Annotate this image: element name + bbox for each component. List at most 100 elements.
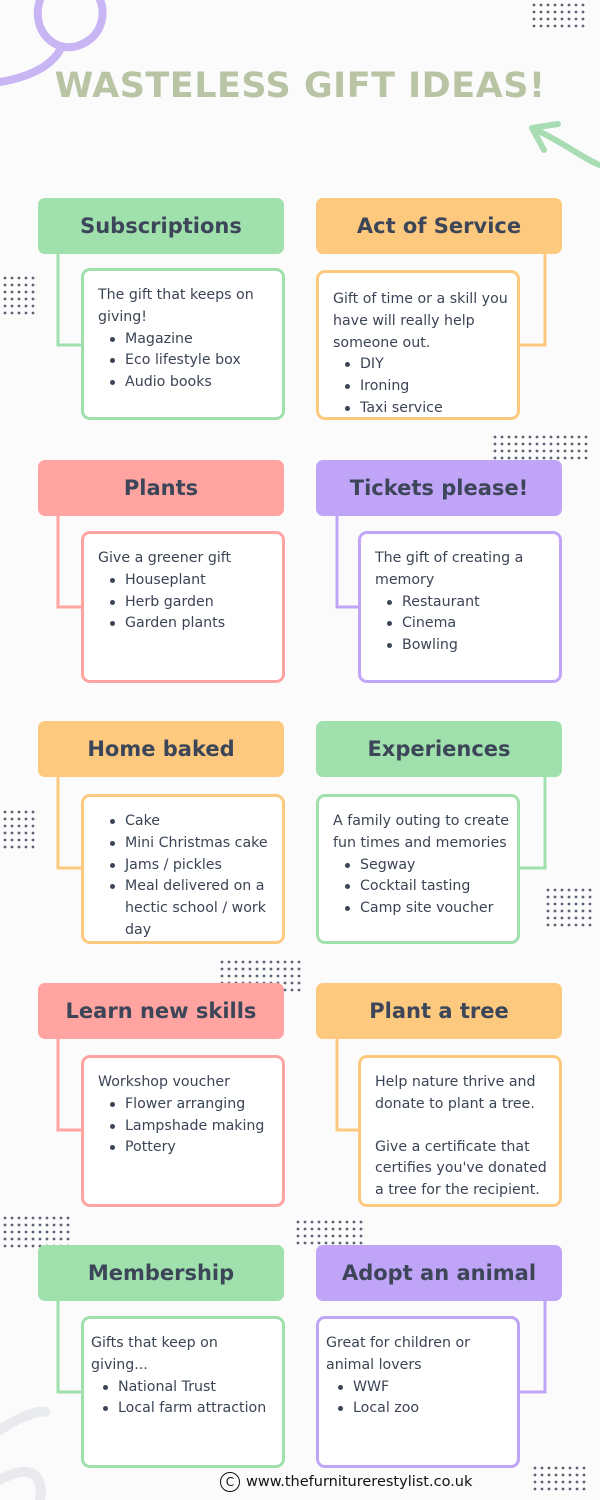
list-item: Camp site voucher	[333, 898, 509, 920]
decorative-dot	[283, 974, 287, 978]
paragraph-gap	[375, 1116, 551, 1137]
card-intro: The gift of creating a memory	[375, 550, 524, 588]
decorative-dot	[24, 1244, 28, 1248]
decorative-dot	[241, 967, 245, 971]
decorative-dot	[556, 449, 560, 453]
card-intro: Great for children or animal lovers	[326, 1335, 470, 1373]
decorative-dot	[581, 909, 585, 913]
card-intro: Workshop voucher	[98, 1074, 230, 1090]
decorative-dot	[59, 1237, 63, 1241]
decorative-dot	[568, 1487, 572, 1491]
decorative-dot	[3, 831, 7, 835]
decorative-dot	[535, 456, 539, 460]
decorative-dot	[24, 1216, 28, 1220]
decorative-dot	[533, 1487, 537, 1491]
decorative-dot	[297, 960, 301, 964]
card-body-tickets-please: The gift of creating a memory Restaurant…	[358, 531, 562, 683]
decorative-dot	[24, 831, 28, 835]
decorative-dot	[553, 24, 557, 28]
list-item: Flower arranging	[98, 1094, 274, 1116]
decorative-dot	[533, 1473, 537, 1477]
decorative-dot	[24, 276, 28, 280]
decorative-dot	[574, 902, 578, 906]
decorative-dot	[554, 1466, 558, 1470]
decorative-dot	[577, 449, 581, 453]
decorative-dot	[3, 297, 7, 301]
decorative-dot	[10, 817, 14, 821]
decorative-dot	[507, 456, 511, 460]
decorative-dot	[338, 1227, 342, 1231]
card-intro: A family outing to create fun times and …	[333, 813, 509, 851]
decorative-dot	[3, 290, 7, 294]
decorative-dot	[540, 1480, 544, 1484]
card-body-adopt-an-animal: Great for children or animal lovers WWF …	[316, 1316, 520, 1468]
decorative-dot	[584, 456, 588, 460]
decorative-dot	[540, 1466, 544, 1470]
decorative-dot	[532, 24, 536, 28]
decorative-dot	[568, 1473, 572, 1477]
decorative-dot	[31, 283, 35, 287]
decorative-dot	[533, 1466, 537, 1470]
decorative-dot	[66, 1230, 70, 1234]
decorative-dot	[52, 1223, 56, 1227]
decorative-dot	[234, 960, 238, 964]
decorative-dot	[24, 817, 28, 821]
decorative-dot	[581, 17, 585, 21]
decorative-dot	[10, 304, 14, 308]
decorative-dot	[38, 1223, 42, 1227]
decorative-dot	[324, 1227, 328, 1231]
decorative-dot	[588, 916, 592, 920]
decorative-dot	[581, 10, 585, 14]
decorative-dot	[31, 1244, 35, 1248]
decorative-dot	[560, 10, 564, 14]
decorative-dot	[560, 923, 564, 927]
decorative-dot	[290, 974, 294, 978]
decorative-dot	[220, 974, 224, 978]
decorative-dot	[549, 449, 553, 453]
decorative-dot	[10, 810, 14, 814]
decorative-dot	[567, 902, 571, 906]
decorative-dot	[577, 435, 581, 439]
footer-url[interactable]: www.thefurniturerestylist.co.uk	[246, 1474, 473, 1490]
card-header-act-of-service: Act of Service	[316, 198, 562, 254]
decorative-dot	[553, 888, 557, 892]
list-item: Meal delivered on a hectic school / work…	[98, 876, 274, 941]
decorative-dot	[493, 456, 497, 460]
decorative-dot	[507, 449, 511, 453]
decorative-dot	[533, 1480, 537, 1484]
decorative-dot	[582, 1487, 586, 1491]
card-list: Segway Cocktail tasting Camp site vouche…	[333, 855, 509, 920]
card-body-plants: Give a greener gift Houseplant Herb gard…	[81, 531, 285, 683]
decorative-dot	[546, 17, 550, 21]
decorative-dot	[24, 290, 28, 294]
decorative-dot	[59, 1223, 63, 1227]
decorative-dot	[255, 974, 259, 978]
decorative-dot	[528, 435, 532, 439]
decorative-dot	[574, 895, 578, 899]
decorative-dot	[542, 449, 546, 453]
decorative-dot	[535, 442, 539, 446]
decorative-dot	[317, 1241, 321, 1245]
decorative-dot	[3, 1244, 7, 1248]
decorative-dot	[553, 17, 557, 21]
decorative-dot	[546, 3, 550, 7]
decorative-dot	[514, 435, 518, 439]
decorative-dot	[575, 1487, 579, 1491]
list-item: Lampshade making	[98, 1116, 274, 1138]
decorative-dot	[31, 1223, 35, 1227]
decorative-dot	[31, 817, 35, 821]
decorative-dot	[317, 1234, 321, 1238]
decorative-dot	[500, 435, 504, 439]
decorative-dot	[554, 1487, 558, 1491]
decorative-dot	[546, 923, 550, 927]
decorative-dot	[31, 1230, 35, 1234]
green-arrow-decoration	[529, 121, 600, 168]
decorative-dot	[535, 449, 539, 453]
decorative-dot	[560, 3, 564, 7]
card-body-membership: Gifts that keep on giving... National Tr…	[81, 1316, 285, 1468]
card-body-subscriptions: The gift that keeps on giving! Magazine …	[81, 268, 285, 420]
list-item: Cinema	[375, 613, 551, 635]
list-item: Ironing	[333, 376, 509, 398]
page-title: WASTELESS GIFT IDEAS!	[54, 66, 546, 106]
decorative-dot	[290, 960, 294, 964]
